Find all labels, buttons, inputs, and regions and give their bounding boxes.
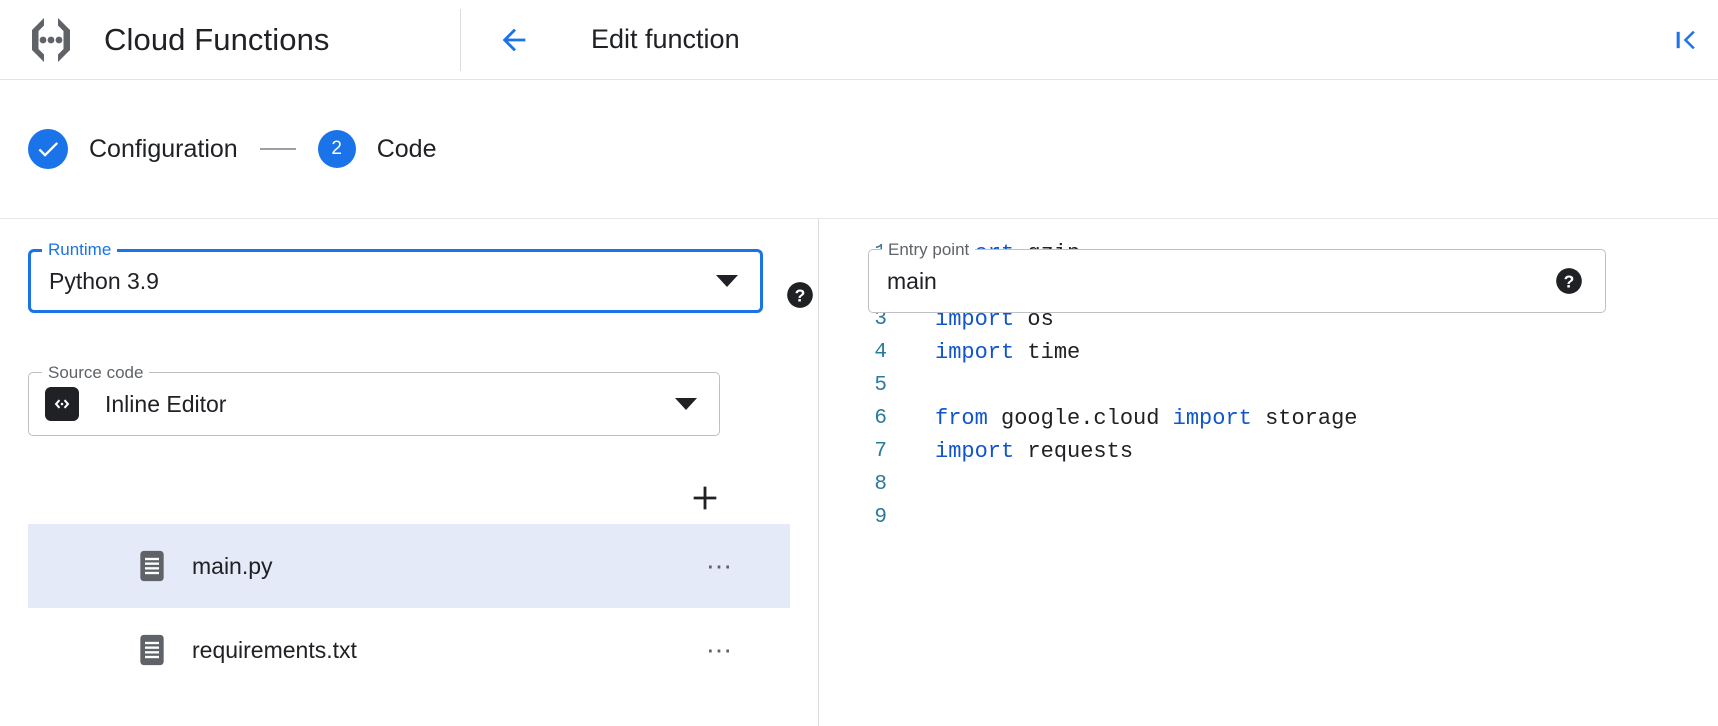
runtime-select[interactable]: Runtime Python 3.9: [28, 240, 763, 313]
source-code-select[interactable]: Source code Inline Editor: [28, 363, 720, 436]
code-line[interactable]: 6 from google.cloud import storage: [819, 402, 1718, 435]
code-line[interactable]: 5: [819, 369, 1718, 402]
entry-point-help-icon[interactable]: ?: [1555, 267, 1583, 295]
file-list-item-requirements-txt[interactable]: requirements.txt ⋯: [28, 608, 790, 692]
stepper-label-configuration: Configuration: [89, 134, 238, 163]
file-icon: [138, 633, 166, 667]
code-line[interactable]: 9: [819, 501, 1718, 534]
line-number: 9: [874, 506, 887, 529]
code-line-text: from google.cloud import storage: [935, 406, 1358, 431]
chevron-down-icon[interactable]: [675, 398, 697, 410]
line-number: 3: [874, 308, 887, 331]
code-line[interactable]: 4 import time: [819, 336, 1718, 369]
code-line-text: import time: [935, 340, 1081, 365]
line-number: 8: [874, 473, 887, 496]
file-icon: [138, 549, 166, 583]
line-number: 7: [874, 440, 887, 463]
file-overflow-menu-icon[interactable]: ⋯: [706, 551, 734, 581]
runtime-value: Python 3.9: [49, 267, 159, 294]
file-list: main.py ⋯ requirements.txt ⋯: [28, 524, 790, 692]
line-number: 4: [874, 341, 887, 364]
page-title: Edit function: [591, 24, 740, 54]
wizard-stepper: Configuration 2 Code: [0, 80, 1718, 219]
stepper-label-code: Code: [376, 134, 437, 163]
file-name: main.py: [192, 552, 273, 579]
line-number: 6: [874, 407, 887, 430]
app-header: Cloud Functions Edit function: [0, 0, 1718, 80]
cloud-functions-logo-icon: [24, 13, 78, 67]
source-code-value: Inline Editor: [105, 390, 227, 417]
arrow-left-icon[interactable]: [497, 23, 531, 57]
product-title: Cloud Functions: [104, 21, 330, 57]
code-line[interactable]: 8: [819, 468, 1718, 501]
entry-point-label: Entry point: [882, 240, 976, 260]
collapse-panel-icon[interactable]: [1672, 26, 1700, 54]
file-name: requirements.txt: [192, 636, 357, 663]
stepper-step-code[interactable]: 2 Code: [317, 130, 437, 168]
runtime-label: Runtime: [42, 240, 118, 260]
entry-point-value: main: [887, 267, 937, 294]
code-line-text: import requests: [935, 439, 1134, 464]
chevron-down-icon[interactable]: [716, 275, 738, 287]
file-list-item-main-py[interactable]: main.py ⋯: [28, 524, 790, 608]
check-icon: [28, 129, 68, 169]
header-divider: [460, 8, 461, 71]
entry-point-input[interactable]: Entry point main ?: [868, 240, 1606, 313]
config-pane: Runtime Python 3.9 ? Source code Inline …: [0, 219, 818, 726]
page-header: Edit function: [461, 0, 1718, 79]
stepper-separator: [259, 148, 296, 150]
line-number: 5: [874, 374, 887, 397]
code-brackets-icon: [45, 387, 79, 421]
svg-text:?: ?: [1564, 271, 1575, 291]
stepper-number-badge: 2: [317, 130, 356, 168]
runtime-help-icon[interactable]: ?: [786, 281, 814, 309]
svg-text:?: ?: [795, 285, 806, 305]
stepper-step-configuration[interactable]: Configuration: [28, 129, 238, 169]
file-overflow-menu-icon[interactable]: ⋯: [706, 635, 734, 665]
source-code-label: Source code: [42, 363, 150, 383]
add-file-button[interactable]: [688, 481, 722, 515]
brand-area[interactable]: Cloud Functions: [0, 0, 460, 79]
code-line[interactable]: 7 import requests: [819, 435, 1718, 468]
